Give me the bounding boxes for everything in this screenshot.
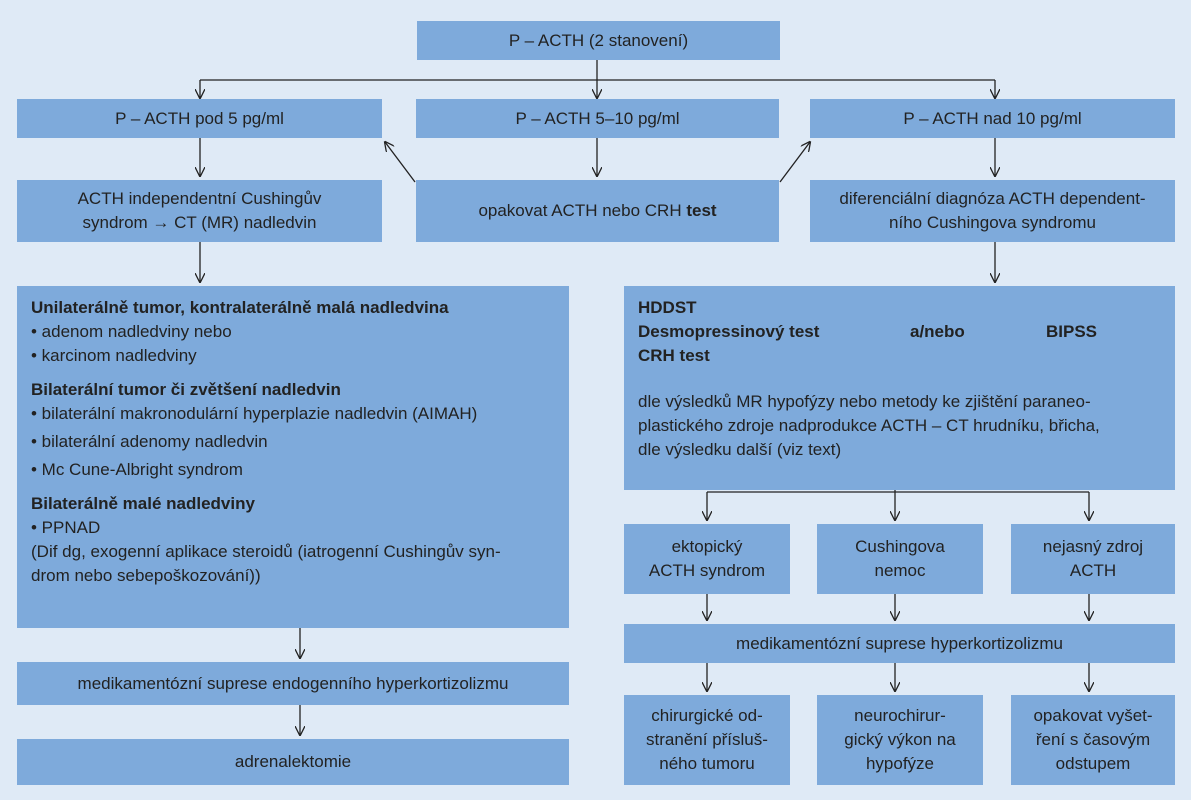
unilateral-item: • adenom nadledviny nebo: [31, 322, 232, 341]
bilateral-item: • bilaterální makronodulární hyperplazie…: [31, 404, 478, 423]
surgical-line2: stranění přísluš-: [646, 730, 768, 749]
differential-line1: diferenciální diagnóza ACTH dependent-: [839, 189, 1146, 208]
unknown-source-box: nejasný zdroj ACTH: [1011, 524, 1175, 594]
acth-measurement-box: P – ACTH (2 stanovení): [417, 21, 780, 60]
surgical-line3: ného tumoru: [659, 754, 755, 773]
hypercortisolism-suppression-box: medikamentózní suprese hyperkortizolizmu: [624, 624, 1175, 663]
endogenous-suppression-box: medikamentózní suprese endogenního hyper…: [17, 662, 569, 705]
and-or-label: a/nebo: [910, 322, 965, 341]
hypercortisolism-suppression-text: medikamentózní suprese hyperkortizolizmu: [736, 633, 1063, 653]
endogenous-suppression-text: medikamentózní suprese endogenního hyper…: [77, 673, 509, 693]
acth-high-box: P – ACTH nad 10 pg/ml: [810, 99, 1175, 138]
adrenal-findings-panel: Unilaterálně tumor, kontralaterálně malá…: [17, 286, 569, 628]
differential-note-line2: drom nebo sebepoškozování)): [31, 566, 261, 585]
repeat-test-bold: test: [686, 201, 717, 220]
small-adrenals-item: • PPNAD: [31, 518, 101, 537]
cushing-disease-box: Cushingova nemoc: [817, 524, 983, 594]
mr-paragraph-line2: plastického zdroje nadprodukce ACTH – CT…: [638, 416, 1100, 435]
differential-line2: ního Cushingova syndromu: [889, 213, 1096, 232]
mr-paragraph-line3: dle výsledku další (viz text): [638, 440, 842, 459]
acth-measurement-text: P – ACTH (2 stanovení): [508, 30, 689, 50]
dependent-tests-panel: HDDST Desmopressinový test a/nebo BIPSS …: [624, 286, 1175, 490]
unilateral-heading: Unilaterálně tumor, kontralaterálně malá…: [31, 298, 449, 317]
cushing-disease-line1: Cushingova: [855, 537, 945, 556]
acth-high-text: P – ACTH nad 10 pg/ml: [903, 108, 1082, 128]
hddst-label: HDDST: [638, 298, 697, 317]
cushing-disease-line2: nemoc: [874, 561, 926, 580]
small-adrenals-heading: Bilaterálně malé nadledviny: [31, 494, 255, 513]
repeat-exam-box: opakovat vyšet- ření s časovým odstupem: [1011, 695, 1175, 785]
ectopic-line2: ACTH syndrom: [648, 561, 766, 580]
arrow-retry-right: [779, 142, 810, 183]
ectopic-acth-box: ektopický ACTH syndrom: [624, 524, 790, 594]
desmopressin-label: Desmopressinový test: [638, 322, 820, 341]
mr-paragraph-line1: dle výsledků MR hypofýzy nebo metody ke …: [638, 392, 1091, 411]
acth-independent-line2: syndrom → CT (MR) nadledvin: [82, 213, 317, 232]
acth-mid-text: P – ACTH 5–10 pg/ml: [515, 108, 680, 128]
bilateral-item: • Mc Cune-Albright syndrom: [31, 460, 243, 479]
unknown-source-line1: nejasný zdroj: [1042, 537, 1144, 556]
arrow-retry-left: [385, 142, 416, 183]
surgical-removal-box: chirurgické od- stranění přísluš- ného t…: [624, 695, 790, 785]
unilateral-item: • karcinom nadledviny: [31, 346, 197, 365]
neurosurgery-line1: neurochirur-: [854, 706, 946, 725]
adrenalectomy-text: adrenalektomie: [234, 752, 352, 771]
acth-low-text: P – ACTH pod 5 pg/ml: [115, 108, 284, 128]
repeat-exam-line1: opakovat vyšet-: [1033, 706, 1153, 725]
acth-independent-box: ACTH independentní Cushingův syndrom → C…: [17, 180, 382, 242]
acth-independent-line1: ACTH independentní Cushingův: [77, 189, 322, 208]
neurosurgery-line3: hypofýze: [865, 754, 935, 773]
neurosurgery-line2: gický výkon na: [844, 730, 956, 749]
repeat-test-plain: opakovat ACTH nebo CRH: [478, 201, 687, 220]
differential-note-line1: (Dif dg, exogenní aplikace steroidů (iat…: [31, 542, 501, 561]
differential-box: diferenciální diagnóza ACTH dependent- n…: [810, 180, 1175, 242]
bipss-label: BIPSS: [1046, 322, 1098, 341]
unknown-source-line2: ACTH: [1069, 561, 1117, 580]
bilateral-item: • bilaterální adenomy nadledvin: [31, 432, 268, 451]
repeat-exam-line2: ření s časovým: [1035, 730, 1151, 749]
crh-test-label: CRH test: [638, 346, 710, 365]
acth-low-box: P – ACTH pod 5 pg/ml: [17, 99, 382, 138]
bilateral-heading: Bilaterální tumor či zvětšení nadledvin: [31, 380, 341, 399]
neurosurgery-box: neurochirur- gický výkon na hypofýze: [817, 695, 983, 785]
repeat-exam-line3: odstupem: [1055, 754, 1131, 773]
adrenalectomy-box: adrenalektomie: [17, 739, 569, 785]
repeat-test-box: opakovat ACTH nebo CRH test: [416, 180, 779, 242]
acth-mid-box: P – ACTH 5–10 pg/ml: [416, 99, 779, 138]
surgical-line1: chirurgické od-: [651, 706, 763, 725]
repeat-test-text: opakovat ACTH nebo CRH test: [478, 199, 716, 223]
ectopic-line1: ektopický: [671, 537, 743, 556]
